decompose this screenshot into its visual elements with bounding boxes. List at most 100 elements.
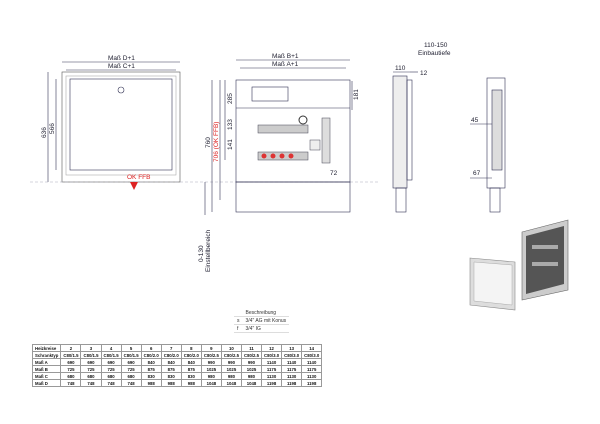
table-cell: 988: [180, 379, 202, 387]
table-cell: 840: [180, 358, 202, 366]
dim-636: 636: [41, 127, 48, 138]
table-cell: 748: [100, 379, 122, 387]
table-cell: 1198: [301, 379, 323, 387]
table-cell: 1140: [301, 358, 323, 366]
table-cell: 1175: [281, 365, 303, 373]
table-cell: 1140: [261, 358, 283, 366]
table-cell: 980: [200, 372, 222, 380]
table-cell: 1175: [301, 365, 323, 373]
table-cell: 988: [140, 379, 162, 387]
table-cell: 748: [60, 379, 82, 387]
desc-key: f: [234, 324, 243, 333]
table-cell: 1198: [281, 379, 303, 387]
desc-header: Beschreibung: [242, 309, 290, 317]
table-cell: 725: [80, 365, 102, 373]
dim-72: 72: [330, 170, 338, 177]
table-cell: 875: [160, 365, 182, 373]
table-cell: 14: [301, 344, 323, 352]
table-cell: 690: [80, 358, 102, 366]
table-cell: 680: [100, 372, 122, 380]
table-cell: 840: [140, 358, 162, 366]
table-cell: 830: [140, 372, 162, 380]
table-cell: 13: [281, 344, 303, 352]
row-label: Maß A: [31, 358, 62, 366]
dim-133: 133: [227, 119, 234, 130]
table-cell: 690: [100, 358, 122, 366]
dim-285: 285: [227, 93, 234, 104]
dim-a: Maß A+1: [272, 61, 299, 68]
table-cell: C80/2.0: [180, 351, 202, 359]
table-cell: 2: [60, 344, 82, 352]
dim-d: Maß D+1: [108, 55, 135, 62]
ok-ffb-label: OK FFB: [127, 174, 150, 181]
row-label: Maß B: [31, 365, 62, 373]
table-cell: 9: [200, 344, 222, 352]
dim-c: Maß C+1: [108, 63, 135, 70]
table-cell: C80/2.5: [220, 351, 242, 359]
desc-key: s: [234, 316, 243, 325]
adjust-label: Einstellbereich: [205, 229, 212, 272]
table-cell: 1130: [261, 372, 283, 380]
adjust-range: 0-130: [198, 245, 205, 262]
table-cell: 1198: [261, 379, 283, 387]
table-cell: 1130: [301, 372, 323, 380]
side-view: [392, 71, 418, 213]
table-cell: 8: [180, 344, 202, 352]
table-cell: 875: [180, 365, 202, 373]
table-cell: 1048: [240, 379, 263, 387]
table-cell: 5: [120, 344, 142, 352]
table-cell: 1048: [200, 379, 222, 387]
row-label: Heizkreise: [31, 344, 62, 352]
table-cell: 11: [240, 344, 263, 352]
table-cell: 690: [120, 358, 142, 366]
table-cell: 3: [80, 344, 102, 352]
depth-label: Einbautiefe: [418, 50, 451, 57]
dim-141: 141: [227, 139, 234, 150]
product-photo: [469, 219, 569, 311]
table-cell: C80/2.5: [240, 351, 263, 359]
detail-view: [470, 77, 506, 213]
table-cell: C80/2.5: [200, 351, 222, 359]
table-cell: 988: [160, 379, 182, 387]
dim-110: 110: [395, 65, 406, 72]
depth-range: 110-150: [424, 42, 448, 49]
desc-value: 3/4" IG: [242, 324, 290, 333]
dim-67: 67: [473, 170, 481, 177]
table-cell: 680: [60, 372, 82, 380]
table-cell: 4: [100, 344, 122, 352]
table-cell: 990: [200, 358, 222, 366]
table-cell: 1048: [220, 379, 242, 387]
row-label: Schranktyp: [31, 351, 62, 359]
table-cell: 748: [120, 379, 142, 387]
dim-12: 12: [420, 70, 428, 77]
table-cell: C80/1.5: [60, 351, 82, 359]
dim-760: 760: [205, 137, 212, 148]
table-cell: 875: [140, 365, 162, 373]
table-cell: 830: [180, 372, 202, 380]
row-label: Maß C: [31, 372, 62, 380]
table-cell: C80/3.0: [261, 351, 283, 359]
table-cell: C80/1.5: [80, 351, 102, 359]
table-cell: 1130: [281, 372, 303, 380]
table-cell: C80/2.0: [140, 351, 162, 359]
table-cell: C80/3.0: [281, 351, 303, 359]
table-cell: 10: [220, 344, 242, 352]
table-cell: 980: [220, 372, 242, 380]
dim-181: 181: [353, 89, 360, 100]
table-cell: 980: [240, 372, 263, 380]
table-cell: 725: [100, 365, 122, 373]
table-cell: C80/1.5: [100, 351, 122, 359]
dim-566: 566: [49, 123, 56, 134]
table-cell: 840: [160, 358, 182, 366]
table-cell: C80/3.0: [301, 351, 323, 359]
dim-706: 706 (OK FFB): [213, 122, 220, 162]
ok-ffb-arrow: [130, 182, 138, 190]
